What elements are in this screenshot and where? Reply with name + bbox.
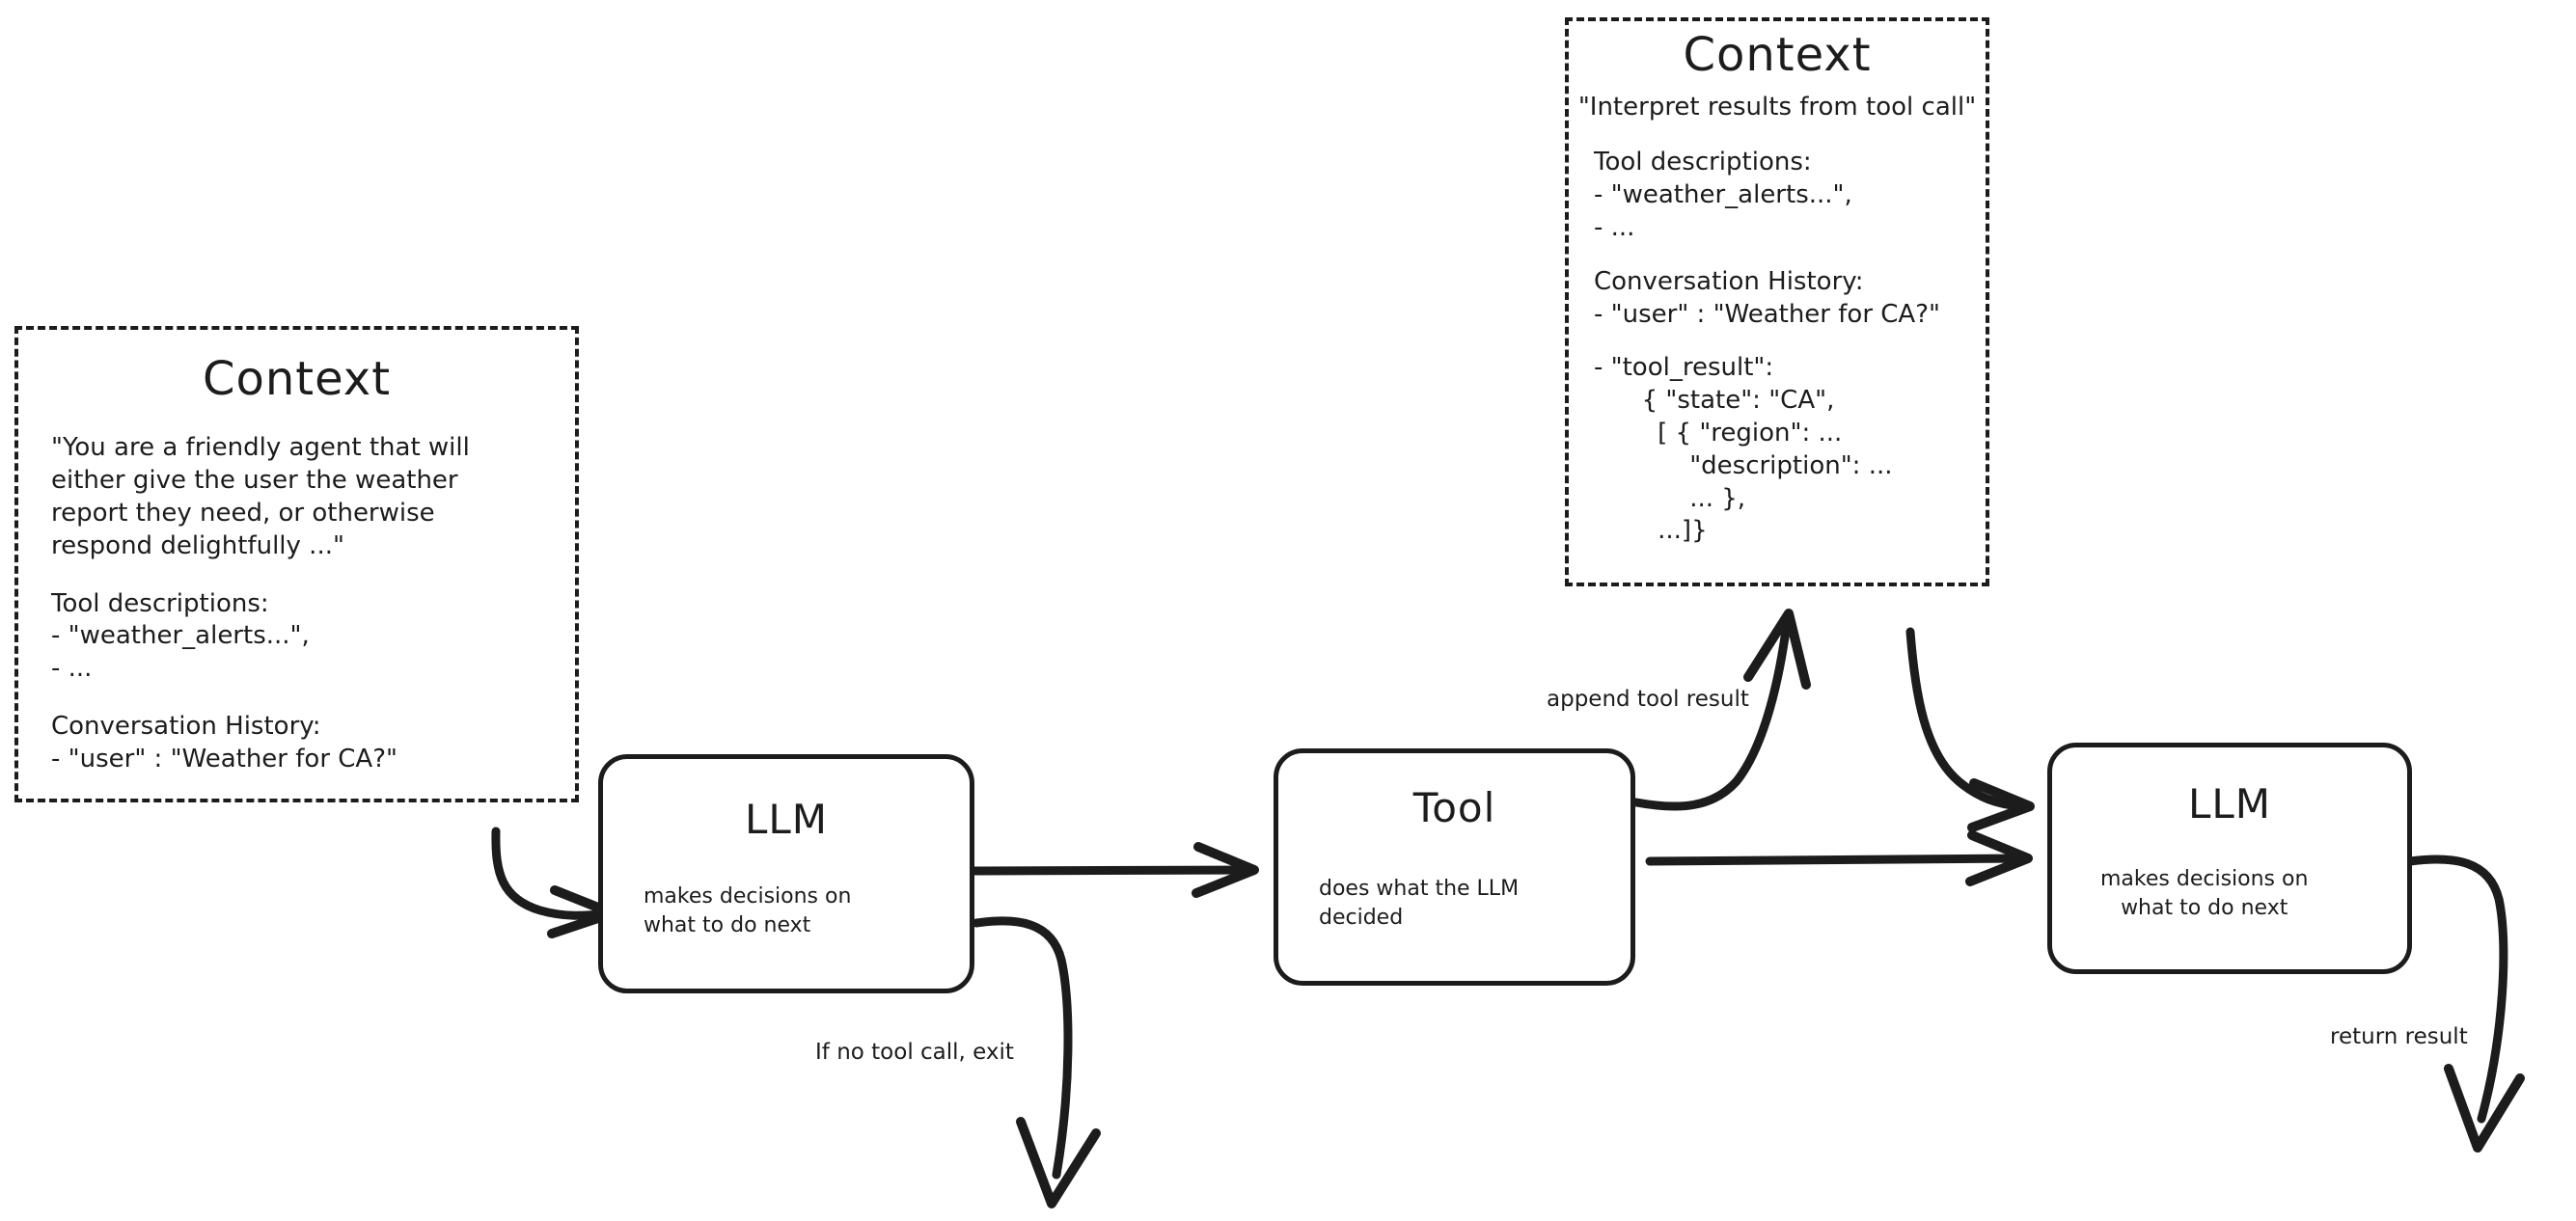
- arrow-llm2-return: [2405, 855, 2525, 1153]
- context-right-tool-descriptions: Tool descriptions: - "weather_alerts..."…: [1594, 148, 1852, 242]
- context-left-body: "You are a friendly agent that will eith…: [51, 432, 543, 775]
- context-right-conversation-history: Conversation History: - "user" : "Weathe…: [1594, 266, 1940, 329]
- context-box-right: Context "Interpret results from tool cal…: [1565, 17, 1989, 586]
- context-right-subtitle: "Interpret results from tool call": [1577, 93, 1977, 122]
- node-tool[interactable]: Tool does what the LLM decided: [1274, 748, 1635, 986]
- arrow-llm1-to-tool: [970, 842, 1259, 898]
- node-llm-second-subtitle: makes decisions on what to do next: [2100, 867, 2309, 920]
- edge-label-exit: If no tool call, exit: [815, 1040, 1014, 1065]
- context-box-left: Context "You are a friendly agent that w…: [14, 326, 579, 802]
- arrow-context-right-to-llm2: [1905, 627, 2035, 832]
- node-llm-first[interactable]: LLM makes decisions on what to do next: [598, 754, 974, 993]
- node-tool-title: Tool: [1412, 784, 1496, 831]
- context-right-tool-result: - "tool_result": { "state": "CA", [ { "r…: [1594, 353, 1893, 546]
- node-tool-subtitle: does what the LLM decided: [1319, 877, 1520, 930]
- context-left-conversation-history: Conversation History: - "user" : "Weathe…: [51, 711, 397, 773]
- arrow-context-left-to-llm1: [491, 827, 617, 938]
- arrow-tool-to-llm2: [1645, 830, 2033, 886]
- context-left-title: Context: [202, 352, 392, 406]
- node-llm-first-subtitle: makes decisions on what to do next: [644, 884, 852, 937]
- node-llm-second[interactable]: LLM makes decisions on what to do next: [2047, 743, 2412, 974]
- node-llm-second-title: LLM: [2187, 780, 2272, 828]
- edge-label-return-result: return result: [2330, 1024, 2468, 1049]
- context-left-system-prompt: "You are a friendly agent that will eith…: [51, 433, 470, 560]
- context-right-title: Context: [1683, 28, 1872, 82]
- context-left-tool-descriptions: Tool descriptions: - "weather_alerts..."…: [51, 588, 310, 684]
- context-right-body: Tool descriptions: - "weather_alerts..."…: [1594, 147, 1980, 548]
- node-llm-first-title: LLM: [744, 796, 829, 843]
- edge-label-append-tool-result: append tool result: [1547, 687, 1749, 712]
